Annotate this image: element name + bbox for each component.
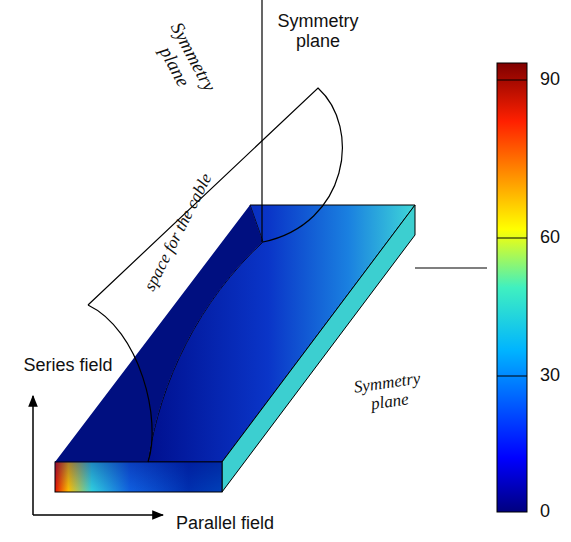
slab-side-face (222, 205, 415, 492)
cable-space-arc (88, 305, 152, 462)
slab-top-face (55, 205, 415, 462)
axis-arrow (33, 514, 163, 516)
colorbar-tick (497, 238, 527, 239)
colorbar-value: 30 (540, 366, 560, 386)
colorbar-value: 90 (540, 70, 560, 90)
colorbar (497, 63, 527, 512)
axis-label: Series field (24, 356, 113, 376)
colorbar-tick (497, 376, 527, 377)
axis-arrow (32, 396, 34, 515)
colorbar-value: 0 (540, 502, 550, 522)
plane-label: Symmetry plane (278, 12, 359, 52)
colorbar-tick (497, 80, 527, 81)
slab-under-cable (55, 205, 263, 462)
symmetry-line (415, 267, 487, 268)
plane-label: Symmetry plane (352, 369, 424, 415)
slab-front-face (55, 462, 222, 492)
symmetry-line (261, 0, 262, 242)
axis-label: Parallel field (176, 514, 274, 534)
colorbar-value: 60 (540, 228, 560, 248)
cable-space-outline (88, 88, 342, 305)
slab-front-shade (55, 462, 222, 492)
plane-label: Symmetry plane (147, 19, 219, 105)
